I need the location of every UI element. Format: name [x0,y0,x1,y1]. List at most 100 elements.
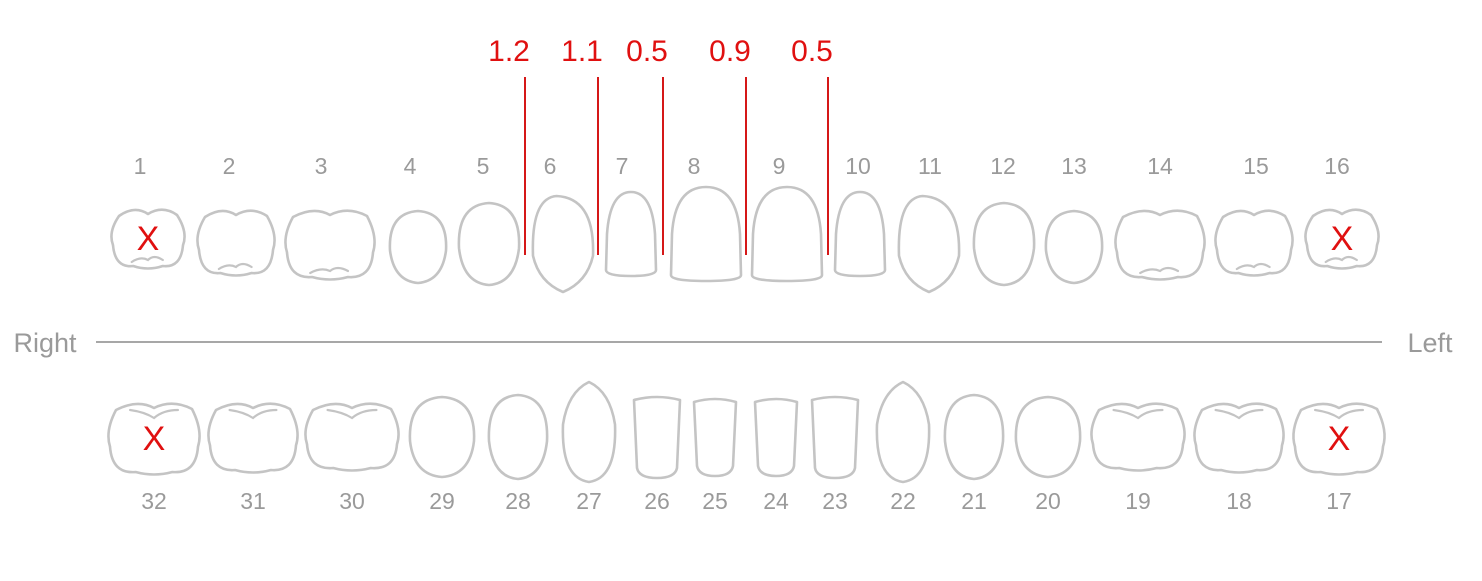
tooth-31[interactable] [207,402,299,474]
tooth-outline [1193,402,1285,474]
tooth-number: 26 [644,488,670,514]
tooth-outline [1114,209,1206,281]
tooth-outline [561,380,617,484]
tooth-number: 22 [890,488,916,514]
tooth-outline [833,190,887,278]
tooth-outline [972,201,1036,287]
tooth-number: 29 [429,488,455,514]
tooth-groove [228,408,278,420]
tooth-outline [943,393,1005,481]
tooth-outline [1214,209,1294,277]
tooth-outline [875,380,931,484]
tooth-22[interactable] [875,380,931,484]
tooth-outline [692,397,738,478]
gap-measurement: 0.5 [791,35,833,255]
gap-measurement: 1.1 [561,35,603,255]
tooth-18[interactable] [1193,402,1285,474]
tooth-14[interactable] [1114,209,1206,281]
tooth-groove [1324,255,1358,264]
tooth-number: 11 [918,153,942,179]
tooth-20[interactable] [1014,395,1082,479]
tooth-24[interactable] [753,397,799,478]
tooth-19[interactable] [1090,402,1186,472]
tooth-groove [309,266,350,275]
tooth-28[interactable] [487,393,549,481]
tooth-outline [1044,209,1104,285]
tooth-1[interactable]: X [110,208,186,270]
tooth-16[interactable]: X [1304,208,1380,270]
gap-value-label: 0.5 [791,35,833,68]
tooth-23[interactable] [810,395,860,480]
tooth-number: 27 [576,488,602,514]
tooth-groove [130,255,164,264]
tooth-groove [1313,408,1365,420]
gap-value-label: 1.1 [561,35,603,68]
tooth-number: 6 [544,153,557,179]
tooth-outline [1014,395,1082,479]
tooth-outline [750,185,824,283]
tooth-number: 9 [773,153,786,179]
tooth-outline [810,395,860,480]
missing-tooth-mark: X [1331,220,1354,258]
missing-tooth-mark: X [1328,420,1351,458]
tooth-11[interactable] [897,194,961,294]
tooth-21[interactable] [943,393,1005,481]
tooth-outline [531,194,595,294]
tooth-outline [107,402,201,476]
tooth-groove [1139,266,1180,275]
tooth-5[interactable] [457,201,521,287]
tooth-groove [1214,408,1264,420]
tooth-number: 17 [1326,488,1352,514]
gap-value-label: 0.5 [626,35,668,68]
tooth-outline [632,395,682,480]
tooth-6[interactable] [531,194,595,294]
tooth-number: 4 [404,153,417,179]
tooth-12[interactable] [972,201,1036,287]
tooth-number: 20 [1035,488,1061,514]
tooth-29[interactable] [408,395,476,479]
gap-measurement: 0.9 [709,35,751,255]
tooth-groove [217,262,253,271]
tooth-outline [753,397,799,478]
tooth-outline [207,402,299,474]
tooth-2[interactable] [196,209,276,277]
tooth-15[interactable] [1214,209,1294,277]
tooth-number: 7 [616,153,629,179]
left-label: Left [1407,328,1453,358]
tooth-27[interactable] [561,380,617,484]
tooth-25[interactable] [692,397,738,478]
tooth-30[interactable] [304,402,400,472]
tooth-outline [897,194,961,294]
tooth-7[interactable] [604,190,658,278]
tooth-number: 21 [961,488,987,514]
tooth-number: 8 [688,153,701,179]
tooth-4[interactable] [388,209,448,285]
tooth-number: 18 [1226,488,1252,514]
tooth-outline [284,209,376,281]
tooth-groove [326,408,378,420]
tooth-number: 23 [822,488,848,514]
tooth-number: 28 [505,488,531,514]
tooth-32[interactable]: X [107,402,201,476]
tooth-outline [110,208,186,270]
tooth-26[interactable] [632,395,682,480]
tooth-3[interactable] [284,209,376,281]
tooth-outline [457,201,521,287]
tooth-outline [669,185,743,283]
tooth-number: 10 [845,153,871,179]
tooth-13[interactable] [1044,209,1104,285]
tooth-number: 12 [990,153,1016,179]
tooth-9[interactable] [750,185,824,283]
tooth-8[interactable] [669,185,743,283]
tooth-number: 25 [702,488,728,514]
tooth-10[interactable] [833,190,887,278]
tooth-outline [1292,402,1386,476]
tooth-outline [604,190,658,278]
tooth-outline [487,393,549,481]
tooth-17[interactable]: X [1292,402,1386,476]
